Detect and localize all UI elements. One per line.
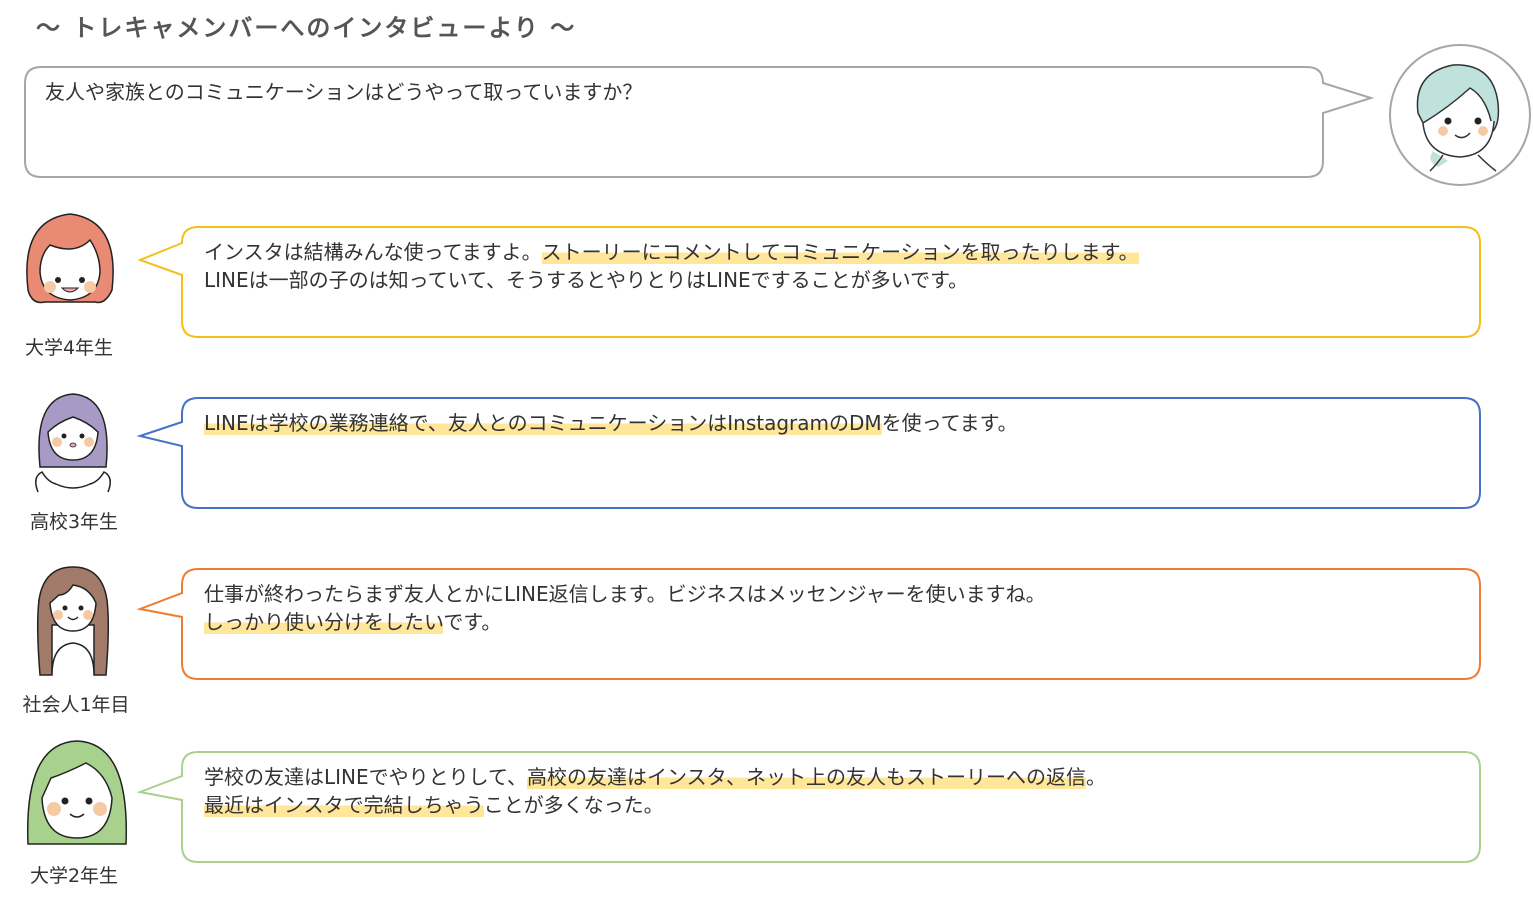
- text-segment: LINEは一部の子のは知っていて、そうするとやりとりはLINEですることが多いで…: [204, 268, 969, 292]
- text-segment: を使ってます。: [881, 411, 1018, 435]
- text-segment: ことが多くなった。: [483, 793, 664, 817]
- interviewer-avatar: [1388, 43, 1532, 191]
- text-segment: インスタは結構みんな使ってますよ。: [204, 240, 542, 264]
- answer-text: LINEは学校の業務連絡で、友人とのコミュニケーションはInstagramのDM…: [204, 409, 1018, 437]
- text-segment: です。: [443, 610, 502, 634]
- highlighted-segment: 高校の友達はインスタ、ネット上の友人もストーリーへの返信: [527, 765, 1087, 789]
- highlighted-segment: 最近はインスタで完結しちゃう: [204, 793, 484, 817]
- text-segment: 。: [1086, 765, 1107, 789]
- avatar-university-4th: [20, 210, 120, 314]
- role-label: 大学4年生: [24, 337, 114, 359]
- answer-text: 仕事が終わったらまず友人とかにLINE返信します。ビジネスはメッセンジャーを使い…: [204, 580, 1046, 636]
- answer-text: 学校の友達はLINEでやりとりして、高校の友達はインスタ、ネット上の友人もストー…: [204, 763, 1106, 819]
- highlighted-segment: しっかり使い分けをしたい: [204, 610, 444, 634]
- avatar-working-1st-year: [34, 565, 112, 681]
- avatar-university-2nd: [26, 738, 128, 850]
- text-segment: 学校の友達はLINEでやりとりして、: [204, 765, 528, 789]
- role-label: 社会人1年目: [22, 694, 130, 716]
- answer-text: インスタは結構みんな使ってますよ。ストーリーにコメントしてコミュニケーションを取…: [204, 238, 1139, 294]
- text-segment: 仕事が終わったらまず友人とかにLINE返信します。ビジネスはメッセンジャーを使い…: [204, 582, 1046, 606]
- highlighted-segment: LINEは学校の業務連絡で、友人とのコミュニケーションはInstagramのDM: [204, 411, 882, 435]
- avatar-highschool-3rd: [28, 392, 118, 501]
- highlighted-segment: ストーリーにコメントしてコミュニケーションを取ったりします。: [541, 240, 1139, 264]
- role-label: 大学2年生: [29, 865, 119, 887]
- page-title: 〜 トレキャメンバーへのインタビューより 〜: [36, 14, 577, 42]
- question-text: 友人や家族とのコミュニケーションはどうやって取っていますか？: [45, 80, 643, 104]
- role-label: 高校3年生: [29, 511, 119, 533]
